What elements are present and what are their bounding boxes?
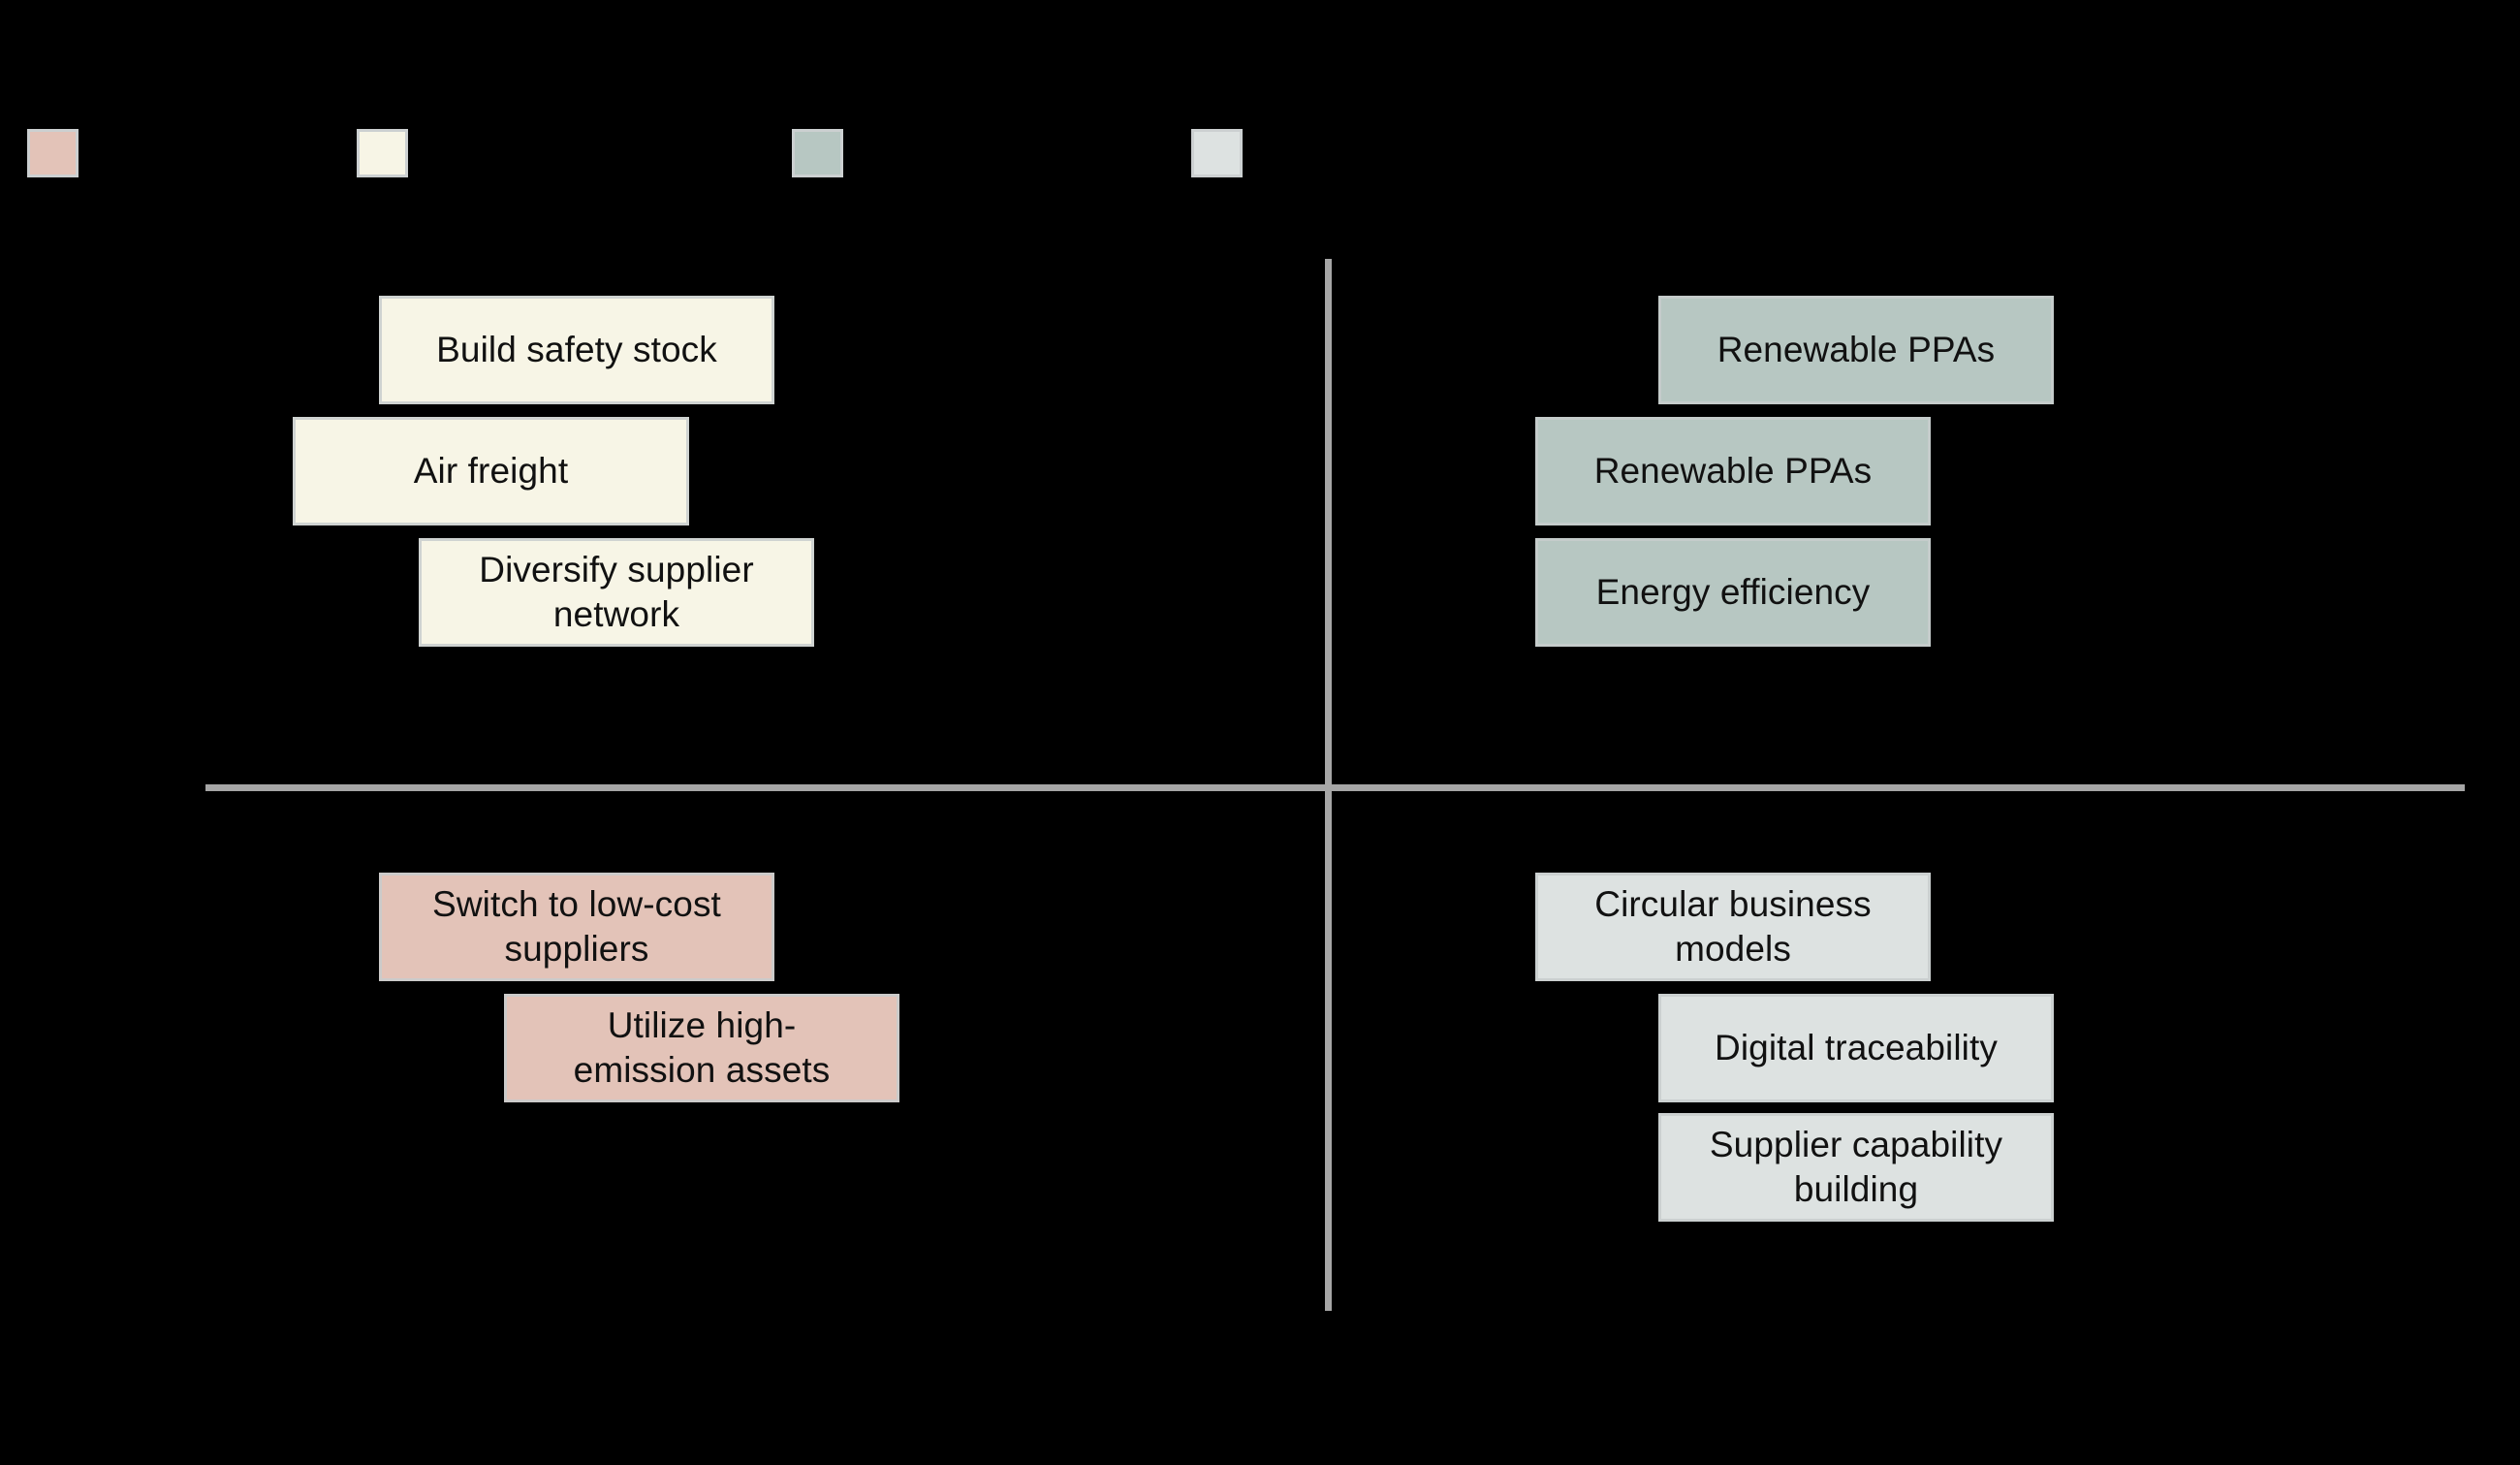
legend-item-2[interactable] bbox=[792, 129, 859, 177]
node-diversify-supplier-network[interactable]: Diversify supplier network bbox=[419, 538, 814, 647]
node-label: Switch to low-cost suppliers bbox=[432, 883, 721, 969]
legend-item-1[interactable] bbox=[357, 129, 424, 177]
node-label: Diversify supplier network bbox=[479, 549, 754, 634]
node-digital-traceability[interactable]: Digital traceability bbox=[1658, 994, 2054, 1102]
node-switch-low-cost-suppliers[interactable]: Switch to low-cost suppliers bbox=[379, 873, 774, 981]
node-energy-efficiency[interactable]: Energy efficiency bbox=[1535, 538, 1931, 647]
legend-swatch-pink-icon bbox=[27, 129, 79, 177]
horizontal-axis-line bbox=[205, 784, 2465, 791]
legend-item-0[interactable] bbox=[27, 129, 94, 177]
legend-swatch-cream-icon bbox=[357, 129, 408, 177]
node-label: Digital traceability bbox=[1715, 1027, 1998, 1067]
node-label: Circular business models bbox=[1594, 883, 1872, 969]
node-label: Renewable PPAs bbox=[1593, 450, 1873, 491]
node-renewable-ppas-a[interactable]: Renewable PPAs bbox=[1658, 296, 2054, 404]
node-build-safety-stock[interactable]: Build safety stock bbox=[379, 296, 774, 404]
node-label: Energy efficiency bbox=[1595, 571, 1871, 612]
node-label: Supplier capability building bbox=[1709, 1124, 2003, 1209]
node-label: Utilize high- emission assets bbox=[573, 1004, 831, 1090]
node-circular-business-models[interactable]: Circular business models bbox=[1535, 873, 1931, 981]
legend-swatch-gray-icon bbox=[1191, 129, 1243, 177]
node-label: Renewable PPAs bbox=[1717, 329, 1996, 369]
node-renewable-ppas-b[interactable]: Renewable PPAs bbox=[1535, 417, 1931, 525]
legend-item-3[interactable] bbox=[1191, 129, 1258, 177]
legend-swatch-teal-icon bbox=[792, 129, 843, 177]
node-label: Build safety stock bbox=[436, 329, 717, 369]
node-supplier-capability-building[interactable]: Supplier capability building bbox=[1658, 1113, 2054, 1222]
legend bbox=[0, 0, 2520, 252]
node-air-freight[interactable]: Air freight bbox=[293, 417, 689, 525]
node-utilize-high-emission-assets[interactable]: Utilize high- emission assets bbox=[504, 994, 899, 1102]
node-label: Air freight bbox=[413, 450, 569, 491]
